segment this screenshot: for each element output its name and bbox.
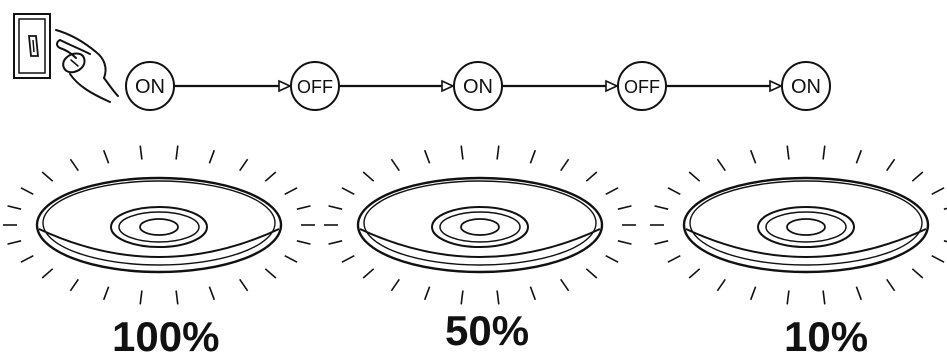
state-on-1: ON xyxy=(126,62,174,110)
state-on-3: ON xyxy=(454,62,502,110)
arrow-1 xyxy=(174,81,290,91)
pressing-hand-icon xyxy=(56,30,118,102)
lamps-group xyxy=(3,146,947,305)
brightness-label-100: 100% xyxy=(112,316,219,358)
state-label: OFF xyxy=(624,77,660,97)
brightness-label-10: 10% xyxy=(784,316,868,358)
arrow-3 xyxy=(502,81,617,91)
ceiling-lamp-2 xyxy=(324,146,636,305)
lamp-body xyxy=(684,178,928,272)
wall-switch-icon xyxy=(14,14,50,78)
state-label: ON xyxy=(463,76,493,98)
ceiling-lamp-1 xyxy=(3,146,315,305)
state-off-2: OFF xyxy=(291,62,339,110)
arrow-2 xyxy=(339,81,453,91)
ceiling-lamp-3 xyxy=(650,146,947,305)
light-rays xyxy=(650,146,947,305)
brightness-label-50: 50% xyxy=(445,310,529,352)
lamp-body xyxy=(358,178,602,272)
state-off-4: OFF xyxy=(618,62,666,110)
state-label: ON xyxy=(135,76,165,98)
lamp-body xyxy=(37,178,281,272)
arrow-4 xyxy=(666,81,781,91)
state-label: OFF xyxy=(297,77,333,97)
light-rays xyxy=(324,146,636,305)
light-rays xyxy=(3,146,315,305)
state-on-5: ON xyxy=(782,62,830,110)
state-label: ON xyxy=(791,76,821,98)
